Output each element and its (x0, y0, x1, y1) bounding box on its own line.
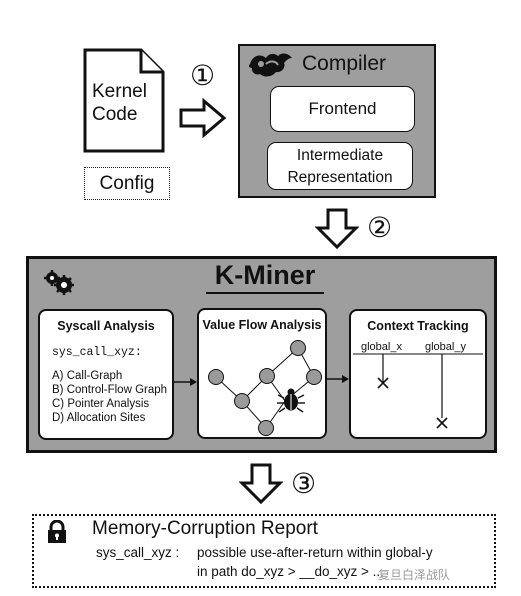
lock-icon (48, 520, 66, 543)
frontend-box: Frontend (270, 86, 415, 132)
value-flow-analysis-title: Value Flow Analysis (202, 318, 322, 332)
arrow-down-icon (239, 463, 283, 505)
cross-icon (436, 417, 448, 429)
report-line-2: in path do_xyz > __do_xyz > ... (197, 564, 384, 579)
context-tracking-lanes (353, 353, 483, 429)
arrow-syscall-to-valueflow-icon (174, 378, 197, 386)
kernel-code-line-2: Code (92, 104, 138, 125)
cross-icon (377, 377, 389, 389)
report-syscall-label: sys_call_xyz : (96, 545, 180, 560)
graph-node (234, 393, 250, 409)
step-2-number: ② (367, 212, 393, 243)
config-box: Config (84, 167, 170, 200)
kminer-title: K-Miner (214, 260, 316, 290)
list-item: B) Control-Flow Graph (52, 384, 168, 396)
graph-node (258, 420, 274, 436)
ir-line-2: Representation (287, 169, 393, 186)
bug-icon (277, 388, 305, 413)
list-item: C) Pointer Analysis (52, 398, 150, 410)
graph-node (306, 369, 322, 385)
step-1-number: ① (190, 60, 216, 91)
list-item: D) Allocation Sites (52, 412, 146, 424)
syscall-analysis-list: A) Call-Graph B) Control-Flow Graph C) P… (52, 369, 172, 425)
intermediate-representation-box: Intermediate Representation (267, 142, 413, 190)
graph-node (208, 369, 224, 385)
syscall-analysis-title: Syscall Analysis (57, 319, 155, 333)
context-tracking-title: Context Tracking (367, 319, 469, 333)
compiler-title: Compiler (302, 52, 387, 75)
kminer-title-underline (206, 292, 324, 294)
arrow-valueflow-to-context-icon (327, 375, 349, 383)
list-item: A) Call-Graph (52, 370, 123, 382)
value-flow-graph (208, 340, 322, 436)
syscall-analysis-panel: Syscall Analysis sys_call_xyz: A) Call-G… (38, 309, 174, 440)
graph-node (290, 340, 306, 356)
syscall-code-label: sys_call_xyz: (52, 346, 142, 359)
gears-icon (44, 270, 74, 295)
context-tracking-panel: Context Tracking (349, 309, 487, 439)
report-line-1: possible use-after-return within global-… (197, 545, 433, 560)
llvm-dragon-logo-icon (248, 53, 292, 77)
arrow-right-icon (179, 98, 227, 138)
global-y-label: global_y (425, 341, 466, 353)
graph-node (259, 368, 275, 384)
config-label: Config (99, 172, 155, 194)
kernel-code-line-1: Kernel (92, 81, 147, 102)
report-title: Memory-Corruption Report (92, 518, 318, 539)
step-3-number: ③ (291, 468, 317, 499)
frontend-label: Frontend (308, 99, 377, 118)
ir-line-1: Intermediate (296, 147, 384, 164)
global-x-label: global_x (361, 341, 402, 353)
kernel-code-document-icon (83, 48, 165, 153)
kernel-code-label: Kernel Code (92, 80, 162, 126)
memory-corruption-report-box (32, 514, 496, 588)
watermark-text: 复旦白泽战队 (378, 568, 451, 582)
arrow-down-icon (315, 208, 359, 250)
